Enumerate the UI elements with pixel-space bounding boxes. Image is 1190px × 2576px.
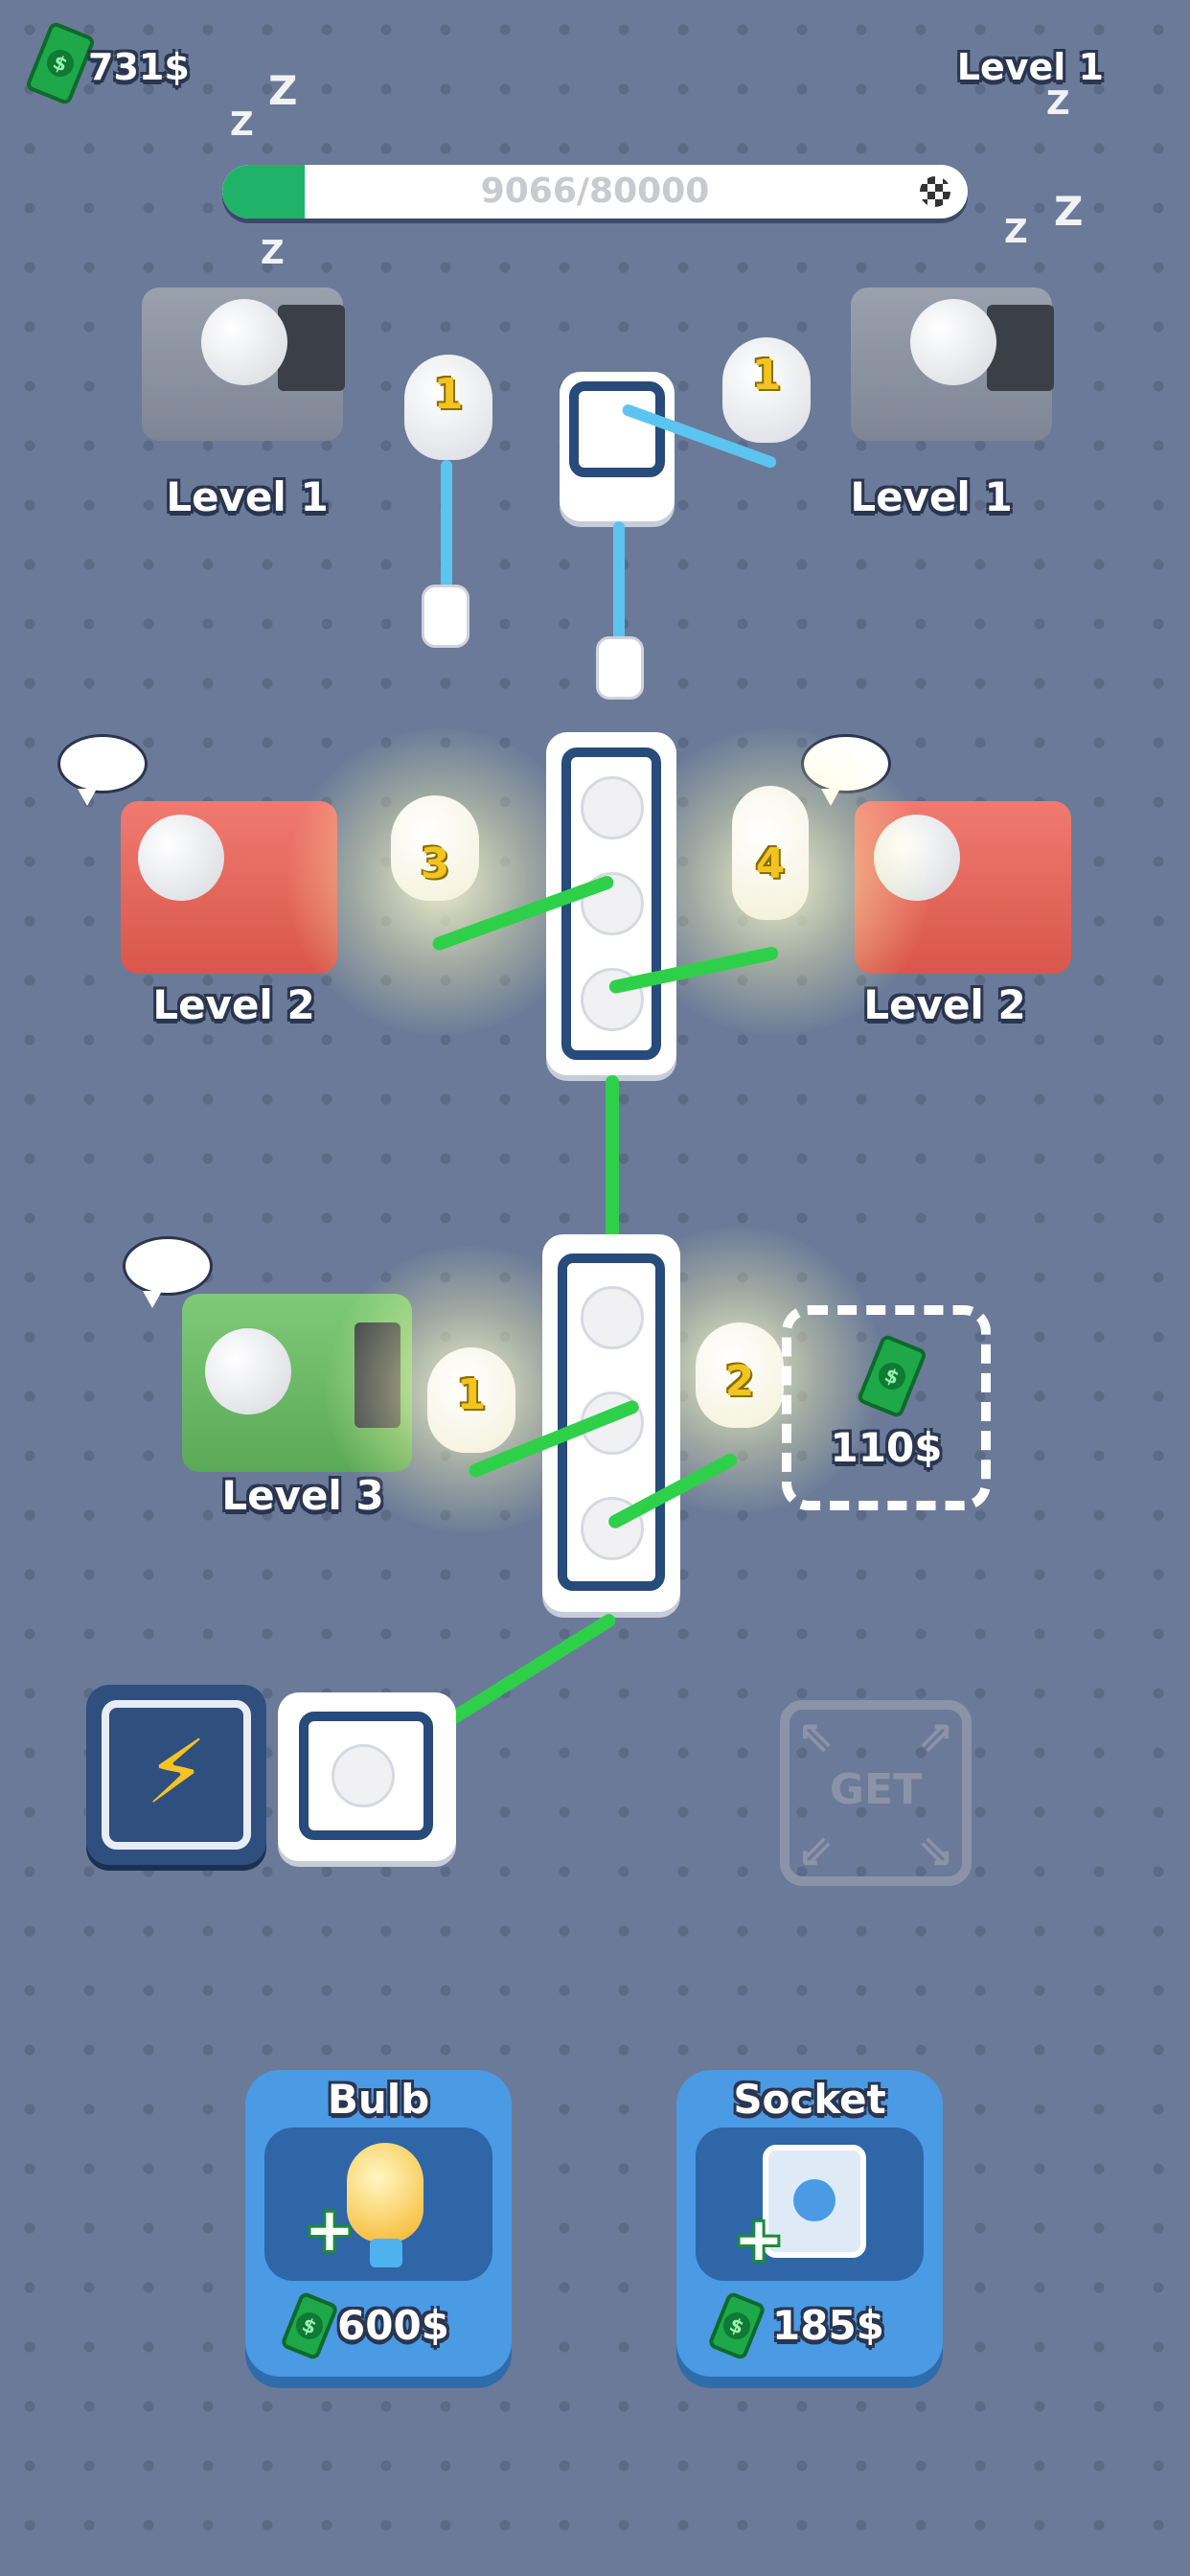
desk-level-label: Level 2 [152, 981, 315, 1028]
outlet[interactable] [581, 776, 644, 840]
wire [441, 460, 452, 604]
outlet[interactable] [332, 1744, 395, 1807]
shop-card-price: 185$ [772, 2302, 884, 2349]
arrow-icon: ⇗ [917, 1710, 954, 1761]
monitor [987, 305, 1054, 391]
get-label: GET [829, 1765, 923, 1814]
plug[interactable] [596, 636, 644, 700]
bulb-number: 1 [456, 1370, 487, 1419]
bulb-base [370, 2239, 402, 2267]
desk-level-label: Level 2 [863, 981, 1026, 1028]
single-socket[interactable] [560, 372, 675, 521]
desk-level-label: Level 1 [850, 473, 1013, 520]
worker [138, 815, 224, 901]
get-button[interactable]: ⇖ ⇗ ⇙ ⇘ GET [780, 1700, 972, 1886]
sleep-z-icon: Z [1046, 84, 1070, 123]
speech-bubble-icon [123, 1236, 213, 1308]
lightning-icon: ⚡ [145, 1721, 208, 1824]
sleep-z-icon: Z [268, 67, 298, 114]
sleep-z-icon: Z [1004, 213, 1028, 251]
bulb-icon[interactable] [722, 337, 811, 443]
bulb-icon[interactable] [696, 1322, 784, 1428]
sleep-z-icon: Z [261, 234, 285, 272]
shop-card-panel: + [696, 2128, 924, 2281]
cash-icon [856, 1333, 928, 1419]
bulb-icon[interactable] [391, 795, 479, 901]
bulb-icon [347, 2143, 423, 2242]
cash-icon [706, 2290, 767, 2361]
arrow-icon: ⇘ [917, 1825, 954, 1876]
socket-hole [793, 2179, 835, 2221]
sleep-z-icon: Z [230, 105, 254, 144]
shop-card-title: Socket [733, 2076, 886, 2123]
power-strip[interactable] [542, 1234, 680, 1612]
bulb-icon[interactable] [427, 1347, 515, 1453]
sleep-z-icon: Z [1054, 188, 1084, 235]
buy-bulb-button[interactable]: Bulb + 600$ [245, 2070, 512, 2377]
cash-icon [24, 20, 97, 106]
bulb-icon[interactable] [404, 355, 492, 460]
power-frame: ⚡ [102, 1700, 251, 1850]
monitor [278, 305, 345, 391]
worker [205, 1328, 291, 1414]
buy-socket-button[interactable]: Socket + 185$ [676, 2070, 943, 2377]
progress-bar: 9066/80000 [222, 165, 968, 218]
current-level: Level 1 [956, 46, 1104, 88]
arrow-icon: ⇙ [797, 1825, 835, 1876]
shop-card-price: 600$ [337, 2302, 449, 2349]
plug[interactable] [422, 585, 469, 648]
desk-level-label: Level 1 [166, 473, 329, 520]
shop-card-title: Bulb [327, 2076, 430, 2123]
bulb-number: 3 [420, 840, 450, 888]
slot-price: 110$ [830, 1424, 943, 1471]
bulb-number: 1 [433, 370, 464, 419]
cash-icon [279, 2290, 340, 2361]
checkered-flag-icon [920, 176, 950, 207]
worker [201, 299, 287, 385]
bulb-icon[interactable] [732, 786, 809, 920]
progress-text: 9066/80000 [480, 172, 710, 211]
empty-desk-slot[interactable]: 110$ [782, 1305, 991, 1510]
worker [910, 299, 996, 385]
main-socket[interactable] [278, 1692, 456, 1861]
progress-fill [222, 165, 305, 218]
shop-card-panel: + [264, 2128, 492, 2281]
socket-frame [299, 1712, 433, 1840]
bulb-number: 4 [755, 840, 786, 888]
bulb-number: 2 [724, 1357, 755, 1406]
money-counter: 731$ [88, 46, 190, 88]
outlet[interactable] [581, 1286, 644, 1349]
plus-icon: + [734, 2204, 784, 2274]
wire [613, 521, 625, 646]
plus-icon: + [305, 2195, 355, 2265]
socket-frame [569, 381, 665, 477]
socket-icon [763, 2145, 866, 2258]
power-source: ⚡ [86, 1685, 266, 1865]
arrow-icon: ⇖ [797, 1710, 835, 1761]
strip-frame [558, 1254, 665, 1591]
speech-bubble-icon [57, 734, 148, 806]
bulb-number: 1 [751, 351, 782, 400]
